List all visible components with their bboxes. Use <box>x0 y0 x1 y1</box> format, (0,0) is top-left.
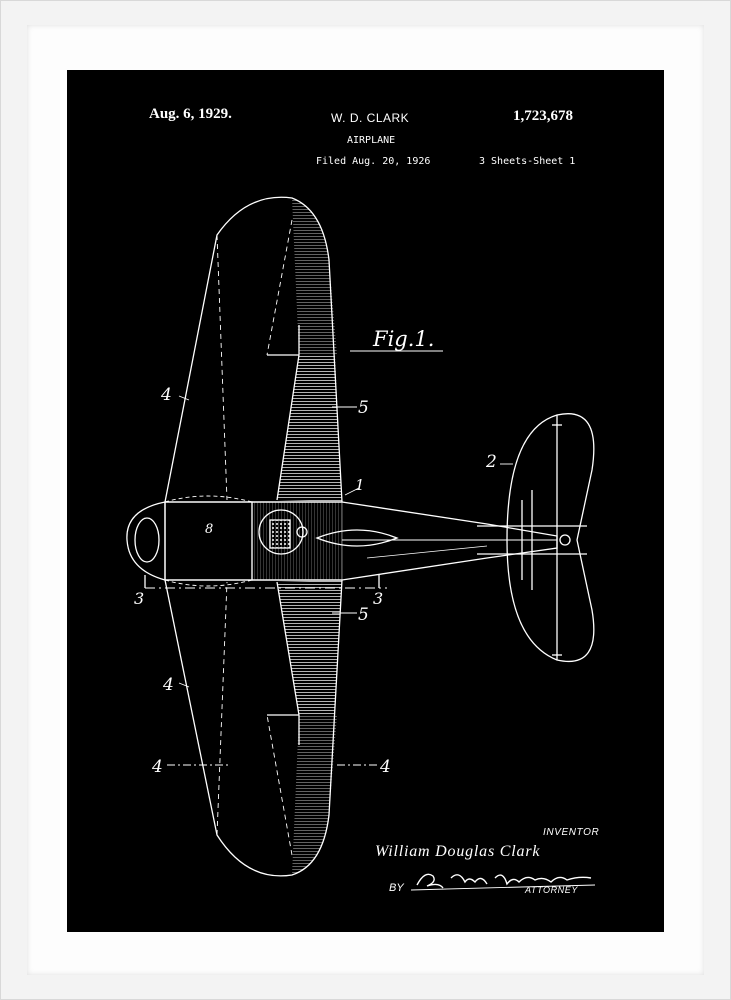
inventor-name: William Douglas Clark <box>375 843 541 860</box>
attorney-signature <box>410 873 596 891</box>
inventor-short-name: W. D. CLARK <box>331 111 410 125</box>
sheet-number: 3 Sheets-Sheet 1 <box>479 156 576 167</box>
inventor-label: INVENTOR <box>543 827 600 838</box>
tail-stabilizer <box>506 413 595 662</box>
figure-label: Fig.1. <box>372 327 434 351</box>
filed-date: Filed Aug. 20, 1926 <box>316 156 431 167</box>
callout-4-lower-wing: 4 <box>162 675 174 695</box>
callout-5-lower-panel: 5 <box>358 605 369 625</box>
upper-wing-hatch <box>277 355 342 502</box>
patent-poster: Aug. 6, 1929. W. D. CLARK 1,723,678 AIRP… <box>67 70 664 932</box>
patent-number: 1,723,678 <box>513 108 573 124</box>
airplane-drawing: Fig.1. 4 4 4 4 5 5 2 1 8 3 3 <box>126 196 595 877</box>
figure-labels: Fig.1. 4 4 4 4 5 5 2 1 8 3 3 <box>134 327 497 777</box>
callout-4-upper-wing: 4 <box>160 385 172 405</box>
callout-3-section-right: 3 <box>373 589 383 608</box>
by-label: BY <box>389 882 404 894</box>
patent-date: Aug. 6, 1929. <box>149 106 232 122</box>
callout-4-spar-right: 4 <box>379 757 391 777</box>
propeller-spinner <box>126 501 166 581</box>
callout-2-tail: 2 <box>485 452 497 472</box>
callout-5-upper-panel: 5 <box>358 398 369 418</box>
callout-8-engine: 8 <box>205 522 213 537</box>
lower-wing-hatch <box>277 580 342 715</box>
attorney-label: ATTORNEY <box>525 885 578 895</box>
callout-1-fuselage: 1 <box>355 476 365 494</box>
patent-title: AIRPLANE <box>347 135 396 146</box>
callout-4-spar-left: 4 <box>151 757 163 777</box>
callout-3-section-left: 3 <box>134 589 144 608</box>
